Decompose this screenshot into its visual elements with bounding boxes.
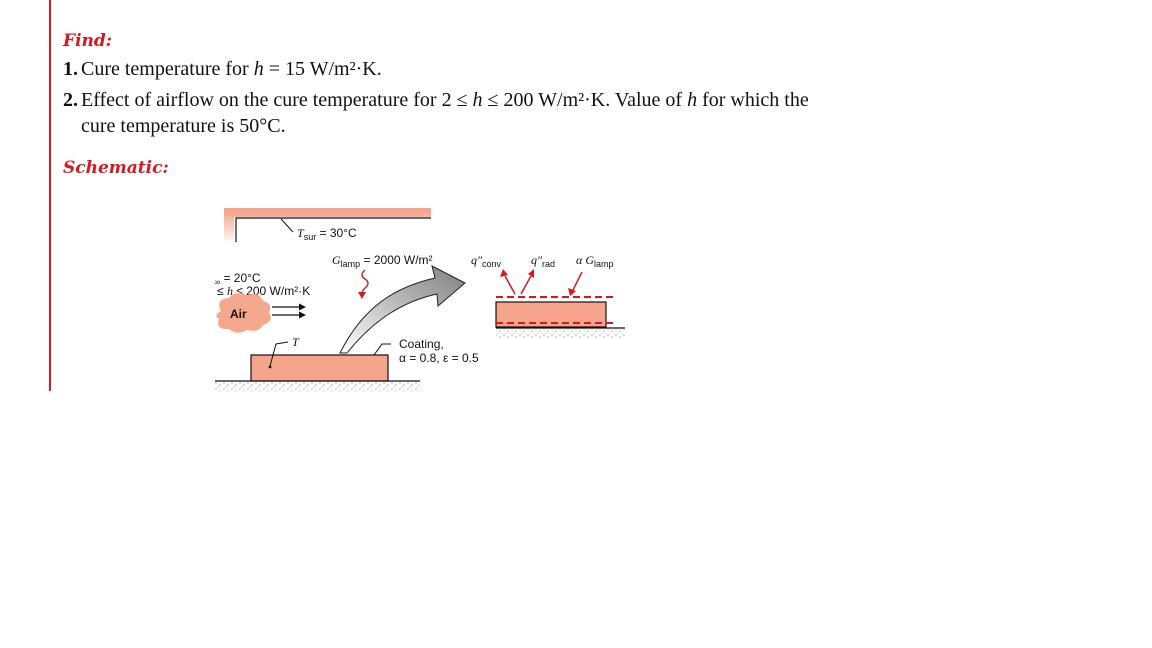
find-item-1: 1. Cure temperature for h = 15 W/m²·K. [63, 56, 823, 82]
schematic-heading: Schematic: [63, 158, 169, 178]
item-text-pre: Effect of airflow on the cure temperatur… [81, 89, 473, 111]
g-lamp-val: = 2000 W/m² [360, 253, 432, 267]
alpha-g-pre: α [576, 253, 585, 267]
item-var-h: h [472, 89, 483, 111]
t-sur-sub: sur [304, 232, 317, 242]
magnify-arrow [339, 265, 466, 354]
air-cloud: Air [216, 293, 306, 333]
q-conv-sub: conv [482, 259, 502, 269]
item-number: 2. [63, 89, 78, 111]
g-lamp-sub: lamp [341, 259, 361, 269]
t-inf-sub: ∞ [215, 277, 220, 287]
q-rad-sub: rad [542, 259, 555, 269]
q-rad-var: q″ [531, 253, 543, 267]
coating-label-1: Coating, [399, 337, 444, 351]
alpha-g-var: G [585, 253, 594, 267]
schematic-figure: Tsur = 30°C Glamp = 2000 W/m² T∞ = 20°C … [207, 207, 635, 403]
h-range-pre: 2 ≤ [215, 284, 227, 298]
item-text-post-2: for which the cure temperature is 50°C. [81, 89, 809, 137]
find-list: 1. Cure temperature for h = 15 W/m²·K. 2… [63, 56, 823, 144]
svg-text:q″rad: q″rad [531, 253, 555, 269]
schematic-svg: Tsur = 30°C Glamp = 2000 W/m² T∞ = 20°C … [207, 207, 625, 391]
lamp-irradiation: Glamp = 2000 W/m² [332, 253, 433, 299]
t-sur-var: T [297, 226, 305, 240]
svg-text:q″conv: q″conv [471, 253, 502, 269]
g-lamp-var: G [332, 253, 341, 267]
h-range-var: h [227, 284, 233, 298]
coated-part: T Coating, α = 0.8, ε = 0.5 [215, 335, 479, 391]
item-var-h-2: h [687, 89, 698, 111]
coating-detail: q″conv q″rad α Glamp [471, 253, 625, 338]
alpha-g-sub: lamp [594, 259, 614, 269]
item-text-post: ≤ 200 W/m²·K. Value of [482, 89, 688, 111]
find-item-2: 2. Effect of airflow on the cure tempera… [63, 87, 823, 139]
svg-text:α Glamp: α Glamp [576, 253, 614, 269]
ambient-conditions: T∞ = 20°C 2 ≤ h ≤ 200 W/m²·K [207, 271, 310, 298]
svg-text:Glamp = 2000 W/m²: Glamp = 2000 W/m² [332, 253, 433, 269]
item-text-post: = 15 W/m²·K. [263, 58, 382, 80]
find-heading: Find: [63, 31, 113, 51]
svg-text:Tsur = 30°C: Tsur = 30°C [297, 226, 357, 242]
q-conv-var: q″ [471, 253, 483, 267]
t-inf-val: = 20°C [220, 271, 261, 285]
air-label: Air [230, 307, 247, 321]
margin-rule [49, 0, 51, 391]
coating-label-2: α = 0.8, ε = 0.5 [399, 351, 479, 365]
t-sur-val: = 30°C [316, 226, 357, 240]
item-text-pre: Cure temperature for [81, 58, 254, 80]
svg-text:2 ≤ h ≤ 200 W/m²·K: 2 ≤ h ≤ 200 W/m²·K [215, 284, 310, 298]
item-number: 1. [63, 58, 78, 80]
item-var-h: h [253, 58, 264, 80]
t-label: T [292, 335, 300, 349]
surroundings: Tsur = 30°C [224, 207, 431, 244]
